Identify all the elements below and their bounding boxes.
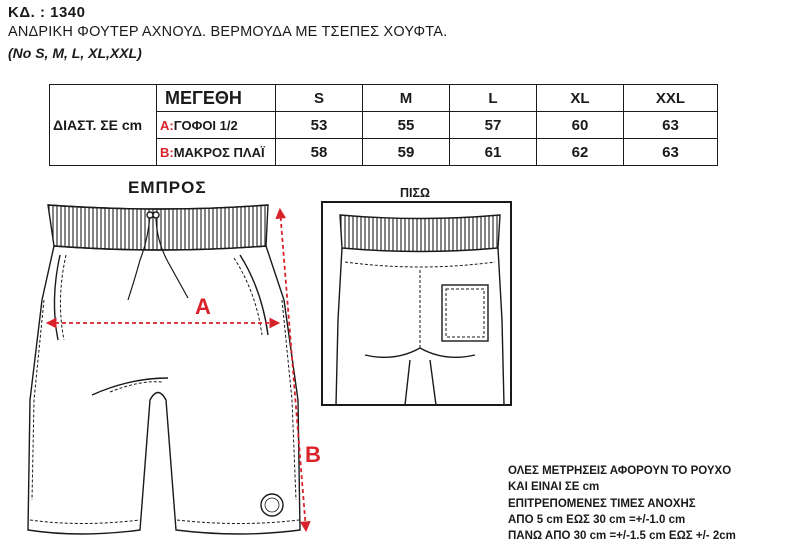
note-line: ΕΠΙΤΡΕΠΟΜΕΝΕΣ ΤΙΜΕΣ ΑΝΟΧΗΣ xyxy=(508,497,696,510)
table-cell: 55 xyxy=(362,111,450,139)
logo-badge xyxy=(260,493,284,517)
size-chart-table: ΔΙΑΣΤ. ΣΕ cm ΜΕΓΕΘΗ S M L XL XXL A:ΓΟΦΟΙ… xyxy=(49,84,718,166)
note-line: ΟΛΕΣ ΜΕΤΡΗΣΕΙΣ ΑΦΟΡΟΥΝ ΤΟ ΡΟΥΧΟ xyxy=(508,465,732,477)
front-view-drawing xyxy=(27,204,301,535)
back-view-drawing xyxy=(321,201,512,406)
sizes-label: ΜΕΓΕΘΗ xyxy=(156,84,276,112)
table-cell: 58 xyxy=(275,138,363,166)
table-row: B:ΜΑΚΡΟΣ ΠΛΑΪ 58 59 61 62 63 xyxy=(50,138,718,166)
dimensions-row-header: ΔΙΑΣΤ. ΣΕ cm xyxy=(49,84,157,166)
measurement-letter: B: xyxy=(160,144,174,160)
drawstring-left xyxy=(127,214,151,301)
available-sizes-note: (No S, M, L, XL,XXL) xyxy=(8,45,142,61)
table-cell: 59 xyxy=(362,138,450,166)
front-waistband xyxy=(47,204,269,251)
back-waistband xyxy=(339,214,501,253)
measurement-label: B:ΜΑΚΡΟΣ ΠΛΑΪ xyxy=(156,138,276,166)
size-header: M xyxy=(362,84,450,112)
back-seat-seam xyxy=(364,347,476,358)
size-header: XL xyxy=(536,84,624,112)
measurement-a-label: A xyxy=(195,294,211,319)
size-header: L xyxy=(449,84,537,112)
front-body-outline xyxy=(27,245,301,535)
front-fly xyxy=(91,377,169,396)
note-line: ΠΑΝΩ ΑΠΟ 30 cm =+/-1.5 cm ΕΩΣ +/- 2cm xyxy=(508,530,736,543)
measurement-notes: ΟΛΕΣ ΜΕΤΡΗΣΕΙΣ ΑΦΟΡΟΥΝ ΤΟ ΡΟΥΧΟ ΚΑΙ ΕΙΝΑ… xyxy=(508,463,736,544)
table-cell: 53 xyxy=(275,111,363,139)
back-view-frame xyxy=(321,201,512,406)
product-code: ΚΔ. : 1340 xyxy=(8,4,86,21)
back-view-title: ΠΙΣΩ xyxy=(400,186,431,200)
measurement-name: ΓΟΦΟΙ 1/2 xyxy=(173,117,238,133)
measurement-name: ΜΑΚΡΟΣ ΠΛΑΪ xyxy=(173,144,265,160)
table-cell: 61 xyxy=(449,138,537,166)
table-cell: 63 xyxy=(623,138,718,166)
measurement-b-arrow xyxy=(275,207,311,533)
product-description: ΑΝΔΡΙΚΗ ΦΟΥΤΕΡ ΑΧΝΟΥΔ. ΒΕΡΜΟΥΔΑ ΜΕ ΤΣΕΠΕ… xyxy=(8,24,448,40)
table-row: ΔΙΑΣΤ. ΣΕ cm ΜΕΓΕΘΗ S M L XL XXL xyxy=(49,84,718,166)
front-view-title: ΕΜΠΡΟΣ xyxy=(128,178,207,197)
back-pocket xyxy=(441,284,489,342)
measurement-letter: A: xyxy=(160,117,174,133)
table-cell: 60 xyxy=(536,111,624,139)
table-cell: 62 xyxy=(536,138,624,166)
table-row: A:ΓΟΦΟΙ 1/2 53 55 57 60 63 xyxy=(50,111,718,139)
measurement-b-label: B xyxy=(305,442,321,467)
note-line: ΑΠΟ 5 cm ΕΩΣ 30 cm =+/-1.0 cm xyxy=(508,513,686,526)
note-line: ΚΑΙ ΕΙΝΑΙ ΣΕ cm xyxy=(508,481,600,494)
left-pocket xyxy=(53,254,61,341)
